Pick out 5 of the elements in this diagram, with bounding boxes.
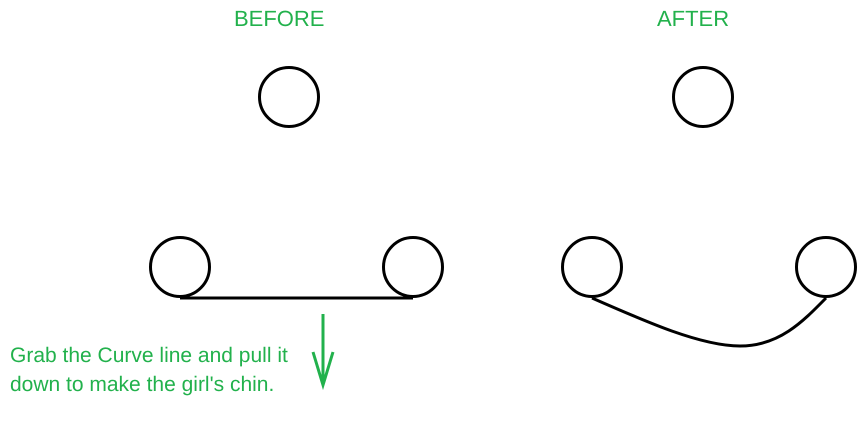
- curve-line: [591, 296, 828, 348]
- heading: BEFORE: [234, 6, 324, 32]
- heading: AFTER: [657, 6, 730, 32]
- instruction-text: Grab the Curve line and pull it down to make the girl's chin.: [10, 343, 289, 398]
- straight-line: [180, 296, 413, 300]
